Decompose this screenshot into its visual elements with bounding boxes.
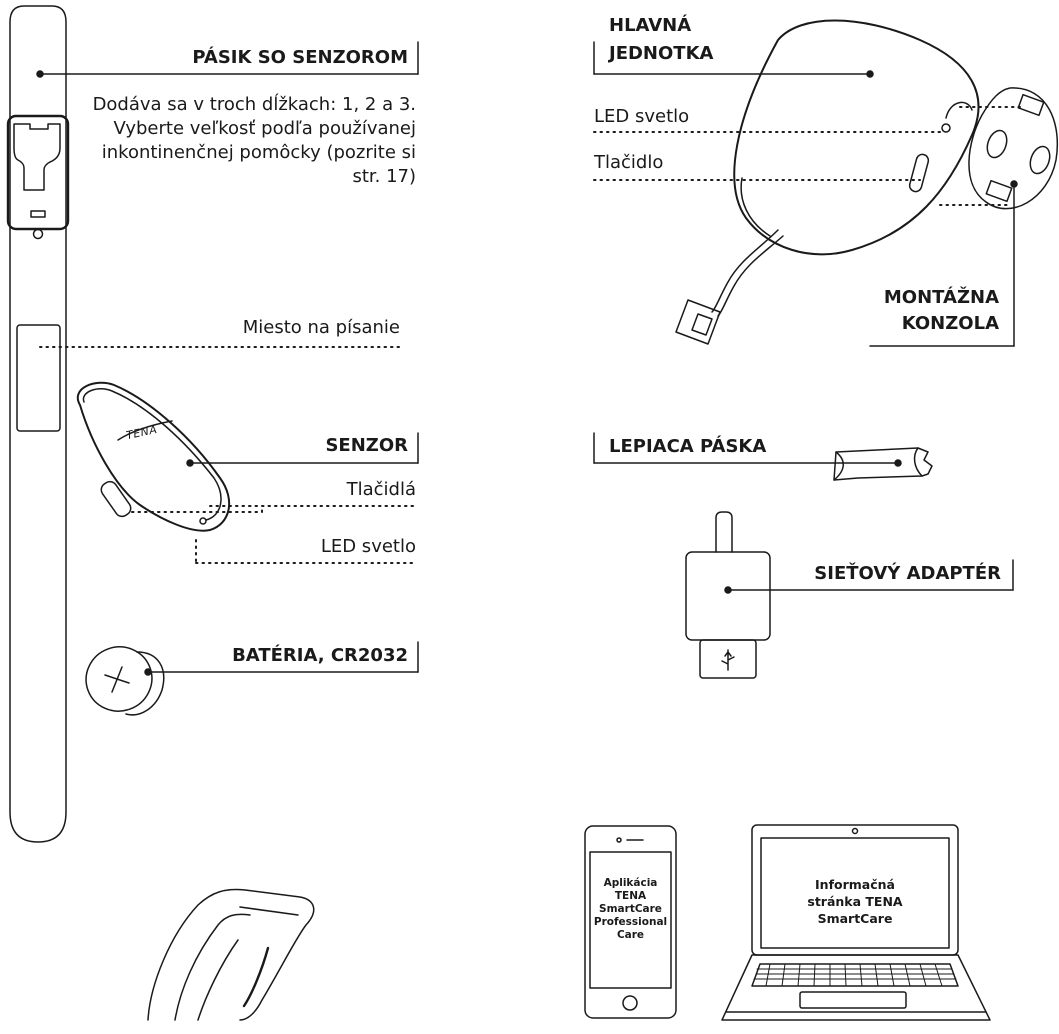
sensor-buttons-callout [131,505,417,513]
battery-title: BATÉRIA, CR2032 [232,645,408,666]
sensor-strap [6,5,70,843]
strap-callout [36,41,419,78]
phone-screen-text: Aplikácia TENA SmartCare Professional Ca… [593,877,668,941]
bracket-title-line1: MONTÁŽNA [883,287,999,308]
bracket-callout [869,180,1018,347]
sensor-led-label: LED svetlo [320,536,416,557]
sensor-title: SENZOR [325,435,408,456]
smartphone [584,825,677,1019]
tape-title: LEPIACA PÁSKA [609,436,767,457]
sensor-buttons-label: Tlačidlá [346,479,416,500]
adhesive-tape [833,447,933,481]
main-unit-led-label: LED svetlo [594,106,690,127]
main-unit-title-line1: HLAVNÁ [609,15,692,36]
adapter-title: SIEŤOVÝ ADAPTÉR [814,563,1001,584]
battery [85,646,165,716]
laptop-screen-text: Informačná stránka TENA SmartCare [807,877,903,926]
sensor-led-callout [195,539,417,564]
writing-area-label: Miesto na písanie [242,317,400,338]
power-adapter [685,511,771,679]
bracket-title-line2: KONZOLA [901,313,999,334]
sensor-callout [186,432,419,467]
battery-callout [144,641,419,676]
sensor [76,381,230,532]
tape-callout [593,432,902,467]
mounting-bracket [968,87,1059,210]
strap-description: Dodáva sa v troch dĺžkach: 1, 2 a 3. Vyb… [92,94,416,187]
strap-clip [147,888,315,1021]
main-unit-extra-dotted [939,106,1023,206]
strap-title: PÁSIK SO SENZOROM [192,47,408,68]
main-unit-title-line2: JEDNOTKA [609,43,714,64]
main-unit [675,19,980,345]
main-unit-button-label: Tlačidlo [594,152,664,173]
laptop [721,824,991,1021]
adapter-callout [724,559,1014,594]
main-unit-callout [593,41,874,78]
